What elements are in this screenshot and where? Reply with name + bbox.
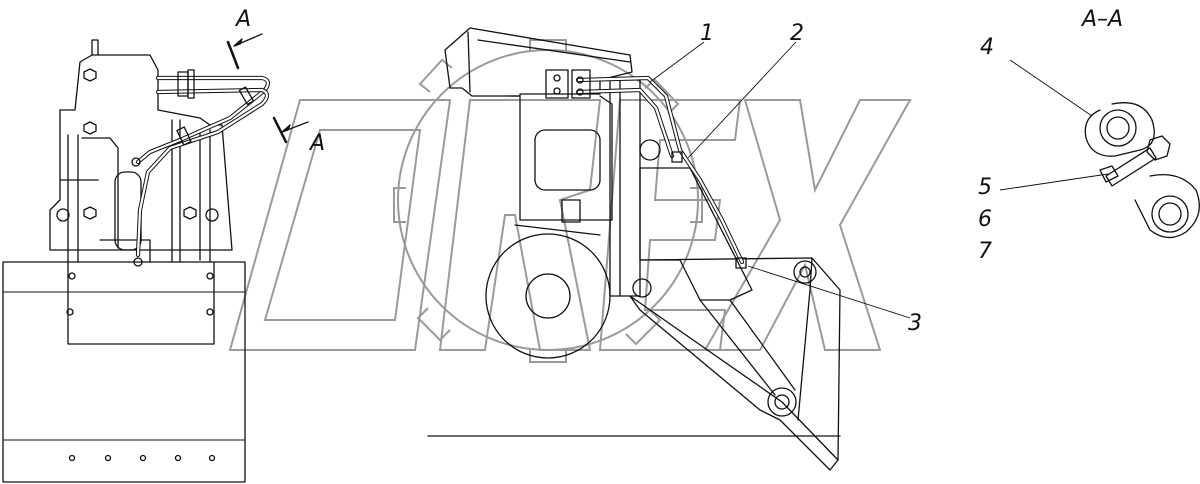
callout-5: 5	[978, 175, 992, 200]
watermark-letter-x	[703, 99, 912, 351]
side-bracket	[509, 95, 613, 221]
front-blade	[2, 261, 246, 483]
front-hoses	[131, 69, 270, 267]
side-view: 1 2 3	[427, 21, 922, 471]
section-marker-top: A	[234, 7, 251, 32]
clamp-bolt	[1099, 135, 1171, 187]
pivot-upper	[639, 139, 661, 161]
leader-4	[1009, 59, 1093, 117]
callout-1: 1	[700, 21, 714, 46]
clamp-lower	[1134, 173, 1200, 239]
front-nuts	[56, 68, 219, 222]
callout-6: 6	[978, 207, 992, 232]
pivot-bottom	[767, 387, 797, 417]
callout-3: 3	[908, 311, 922, 336]
leader-5	[999, 173, 1109, 191]
clamp-upper	[1084, 102, 1155, 157]
hose-section-upper	[1099, 109, 1137, 147]
side-hoses	[545, 69, 747, 269]
section-view: A–A 4 5 6 7	[978, 7, 1200, 264]
section-title: A–A	[1080, 7, 1123, 32]
blade-bolts	[66, 272, 216, 462]
leader-lines	[649, 41, 911, 319]
callout-4: 4	[980, 35, 994, 60]
callout-2: 2	[790, 21, 804, 46]
side-wheel	[485, 233, 611, 359]
callout-7: 7	[978, 239, 992, 264]
front-view: A A	[2, 7, 325, 483]
section-marker-bottom: A	[308, 131, 325, 156]
watermark-gear	[397, 49, 700, 351]
watermark-letter-r	[438, 99, 602, 351]
side-upper-arm	[444, 27, 633, 97]
hose-section-lower	[1151, 195, 1189, 233]
watermark-letter-o	[228, 99, 452, 351]
side-frame	[629, 295, 839, 471]
section-cut-marker: A A	[226, 7, 325, 156]
pivot-lower	[632, 278, 652, 298]
